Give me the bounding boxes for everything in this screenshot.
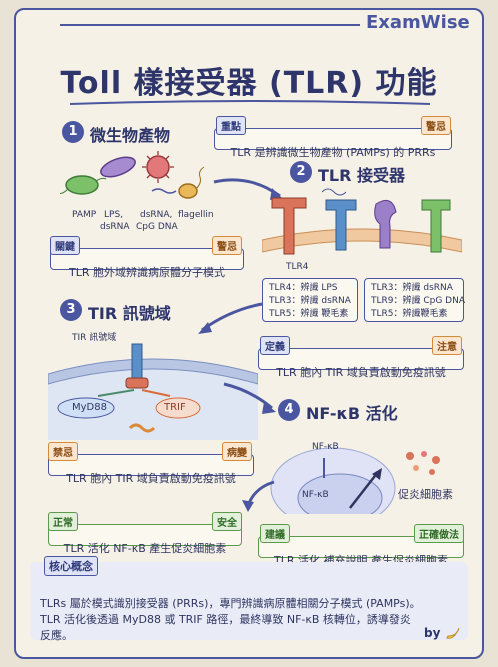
tag-caution-2: 警忌 (212, 236, 242, 255)
tag-note: 注意 (432, 336, 462, 355)
label-lps: LPS, (104, 210, 124, 220)
tlr-list-left-item-2: TLR3：辨識 dsRNA (269, 296, 351, 306)
tag-recommendation: 建議 (260, 524, 290, 543)
lps-bacterium-icon (100, 156, 136, 178)
step1-title: 微生物產物 (90, 126, 171, 145)
step2-number: 2 (290, 161, 312, 183)
step4-number: 4 (278, 399, 300, 421)
box-normal-text: TLR 活化 NF-κB 產生促炎細胞素 (63, 542, 227, 555)
tlr-list-right-item-1: TLR3：辨識 dsRNA (371, 283, 453, 293)
nfkb-nucleus-label: NF-κB (302, 490, 329, 500)
cytokine-label: 促炎細胞素 (398, 488, 453, 501)
tir-domain-block (125, 377, 149, 389)
box-key-point-text: TLR 是辨識微生物產物 (PAMPs) 的 PRRs (230, 146, 436, 159)
step1-number: 1 (62, 121, 84, 143)
tlr-list-right-item-2: TLR9：辨識 CpG DNA (371, 296, 466, 306)
tag-normal: 正常 (48, 512, 78, 531)
tlr9-receptor-icon (374, 199, 397, 249)
tir-domain-label: TIR 訊號域 (72, 333, 117, 343)
flagellin-bacterium-icon (178, 166, 205, 199)
tlr4-receptor-icon (271, 197, 307, 255)
tlr-list-left-item-1: TLR4：辨識 LPS (269, 283, 338, 293)
nfkb-cytoplasm-label: NF-κB (312, 442, 339, 452)
nfkb-illustration (270, 447, 396, 514)
core-line-3: 反應。 (40, 629, 73, 642)
arrow-3-to-4 (223, 382, 276, 414)
dna-strand-icon (151, 188, 177, 194)
core-line-1: TLRs 屬於模式識別接受器 (PRRs)，專門辨識病原體相關分子模式 (PAM… (40, 597, 421, 610)
core-concept-panel (30, 562, 468, 640)
cell-membrane (262, 228, 462, 253)
arrow-to-myd88 (97, 389, 135, 397)
membrane-band (48, 358, 258, 385)
arrow-2-to-3 (198, 302, 263, 334)
tag-key-point: 重點 (216, 116, 246, 135)
label-pamp: PAMP (72, 210, 97, 220)
box-key: TLR 胞外域辨識病原體分子模式 (50, 248, 244, 279)
page-title: Toll 樣接受器 (TLR) 功能 (60, 66, 438, 101)
box-contraindication: TLR 胞內 TIR 域負責啟動免疫訊號 (48, 454, 254, 485)
label-flagellin: flagellin (178, 210, 214, 220)
tag-definition: 定義 (260, 336, 290, 355)
tlr-list-right-item-3: TLR5：辨識鞭毛素 (371, 309, 448, 319)
arrow-1-to-2 (213, 178, 282, 200)
pamp-bacterium-icon (60, 175, 107, 195)
tlr4-label: TLR4 (286, 262, 309, 272)
label-cpg: CpG DNA (136, 222, 178, 232)
tag-safe: 安全 (212, 512, 242, 531)
transcription-arrow (349, 471, 379, 509)
tag-pathology: 病變 (222, 442, 252, 461)
tlr-list-left-item-3: TLR5：辨識 鞭毛素 (269, 309, 349, 319)
tlr-list-left: TLR4：辨識 LPS TLR3：辨識 dsRNA TLR5：辨識 鞭毛素 (262, 278, 358, 322)
myd88-label: MyD88 (72, 402, 107, 413)
footer-by: by (424, 626, 441, 640)
step3-number: 3 (60, 299, 82, 321)
tag-caution-1: 警忌 (421, 116, 451, 135)
signal-squiggle (128, 423, 156, 433)
label-dsrna: dsRNA (100, 222, 130, 232)
box-normal: TLR 活化 NF-κB 產生促炎細胞素 (48, 524, 242, 555)
step2-title: TLR 接受器 (318, 166, 406, 185)
tir-signaling-illustration (48, 343, 258, 440)
nucleus (297, 473, 383, 514)
tlr3-receptor-icon (325, 199, 357, 251)
core-concept-label: 核心概念 (44, 556, 98, 576)
title-underline (70, 100, 430, 105)
tlr-receptors-illustration (262, 188, 462, 255)
box-key-text: TLR 胞外域辨識病原體分子模式 (69, 266, 225, 279)
myd88-adaptor (57, 397, 115, 419)
virus-icon (142, 151, 174, 183)
step4-title: NF-κB 活化 (306, 404, 398, 423)
trif-label: TRIF (164, 402, 186, 413)
banana-icon (446, 627, 460, 639)
microbes-illustration (60, 151, 205, 199)
arrow-4-to-result (242, 480, 275, 512)
tlr5-receptor-icon (421, 199, 451, 253)
box-definition-text: TLR 胞內 TIR 域負責啟動免疫訊號 (276, 366, 446, 379)
tlr-list-right: TLR3：辨識 dsRNA TLR9：辨識 CpG DNA TLR5：辨識鞭毛素 (364, 278, 466, 322)
cytoplasm-area (48, 365, 258, 440)
box-definition: TLR 胞內 TIR 域負責啟動免疫訊號 (258, 348, 464, 379)
step3-title: TIR 訊號域 (88, 304, 171, 323)
arrow-to-trif (141, 389, 171, 397)
tag-correct-practice: 正確做法 (414, 524, 464, 543)
trif-adaptor (155, 397, 201, 419)
box-contraindication-text: TLR 胞內 TIR 域負責啟動免疫訊號 (66, 472, 236, 485)
box-key-point: TLR 是辨識微生物產物 (PAMPs) 的 PRRs (214, 128, 452, 159)
tag-key: 關鍵 (50, 236, 80, 255)
cytokine-dots-icon (406, 451, 440, 475)
dsrna-strand-icon (321, 188, 347, 196)
header-rule (60, 24, 360, 26)
label-dsrna-2: dsRNA, (140, 210, 173, 220)
brand-logo: ExamWise (366, 12, 470, 33)
tag-contraindication: 禁忌 (48, 442, 78, 461)
core-line-2: TLR 活化後透過 MyD88 或 TRIF 路徑，最終導致 NF-κB 核轉位… (40, 613, 411, 626)
